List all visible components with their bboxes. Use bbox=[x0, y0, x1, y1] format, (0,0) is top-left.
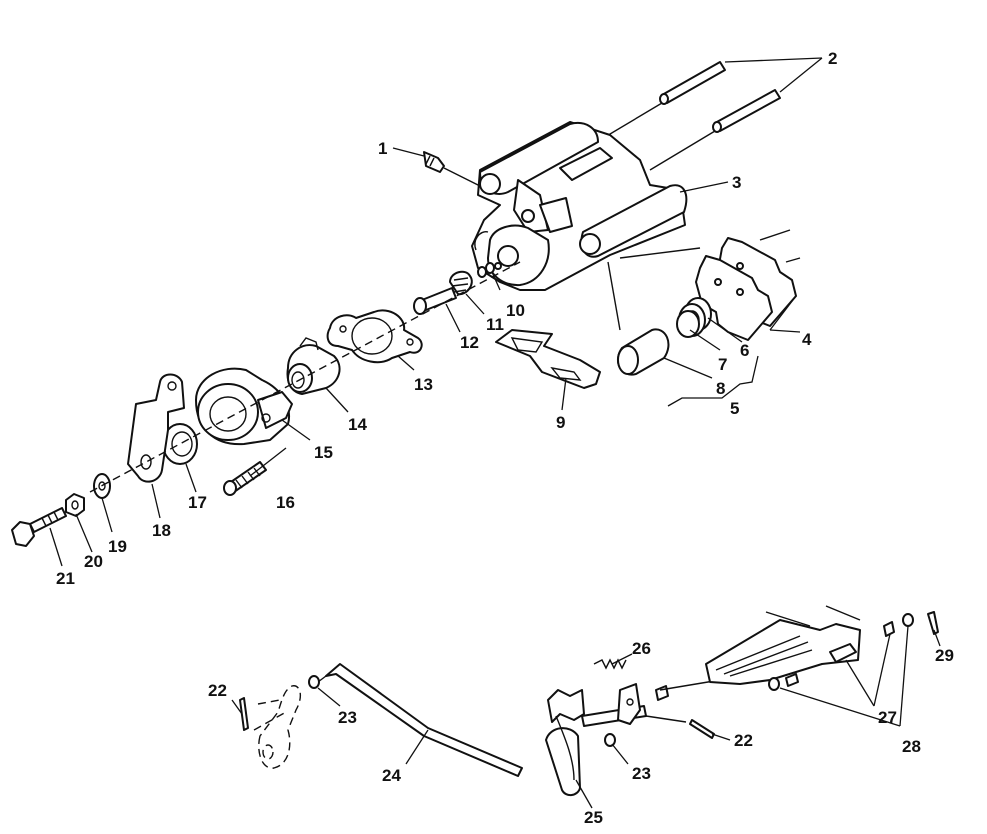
part-1-bleeder bbox=[423, 151, 481, 187]
callout-23-left: 23 bbox=[338, 708, 357, 727]
callout-23-right: 23 bbox=[632, 764, 651, 783]
part-27-28-29-hardware bbox=[768, 611, 939, 691]
callout-6: 6 bbox=[740, 341, 749, 360]
callout-22-left: 22 bbox=[208, 681, 227, 700]
callout-21: 21 bbox=[56, 569, 75, 588]
callout-25: 25 bbox=[584, 808, 603, 827]
part-13-gasket bbox=[326, 309, 423, 364]
callout-18: 18 bbox=[152, 521, 171, 540]
part-14-carrier bbox=[286, 337, 341, 395]
callout-27: 27 bbox=[878, 708, 897, 727]
part-15-housing bbox=[195, 367, 293, 446]
callout-5: 5 bbox=[730, 399, 739, 418]
callout-9: 9 bbox=[556, 413, 565, 432]
callout-4: 4 bbox=[802, 330, 812, 349]
part-2-pins bbox=[599, 61, 781, 171]
callout-24: 24 bbox=[382, 766, 401, 785]
part-9-pad-spring bbox=[495, 329, 601, 389]
callout-19: 19 bbox=[108, 537, 127, 556]
part-25-pedal bbox=[545, 679, 721, 796]
part-26-spring bbox=[593, 658, 627, 670]
part-16-screw bbox=[223, 461, 267, 496]
callout-7: 7 bbox=[718, 355, 727, 374]
callout-17: 17 bbox=[188, 493, 207, 512]
callout-3: 3 bbox=[732, 173, 741, 192]
callout-13: 13 bbox=[414, 375, 433, 394]
callout-14: 14 bbox=[348, 415, 367, 434]
callout-10: 10 bbox=[506, 301, 525, 320]
callout-28: 28 bbox=[902, 737, 921, 756]
callout-labels: 1 2 3 4 5 6 7 8 9 10 11 12 13 14 15 16 1… bbox=[56, 49, 954, 827]
leader-lines bbox=[49, 57, 941, 809]
callout-15: 15 bbox=[314, 443, 333, 462]
callout-12: 12 bbox=[460, 333, 479, 352]
part-10-11-12 bbox=[413, 262, 495, 315]
part-22-23-upper-pin-washer bbox=[239, 675, 320, 769]
callout-11: 11 bbox=[486, 315, 504, 334]
callout-16: 16 bbox=[276, 493, 295, 512]
part-19-20-21-bolt-nut-washer bbox=[11, 473, 111, 547]
callout-1: 1 bbox=[378, 139, 387, 158]
callout-2: 2 bbox=[828, 49, 837, 68]
callout-8: 8 bbox=[716, 379, 725, 398]
part-3-caliper-body bbox=[471, 121, 701, 331]
part-4-pads bbox=[695, 229, 801, 341]
part-18-bracket bbox=[127, 373, 185, 483]
callout-29: 29 bbox=[935, 646, 954, 665]
part-6-7-8-piston-seals bbox=[617, 297, 712, 376]
frame-bracket bbox=[705, 605, 861, 685]
callout-22-right: 22 bbox=[734, 731, 753, 750]
callout-20: 20 bbox=[84, 552, 103, 571]
callout-26: 26 bbox=[632, 639, 651, 658]
